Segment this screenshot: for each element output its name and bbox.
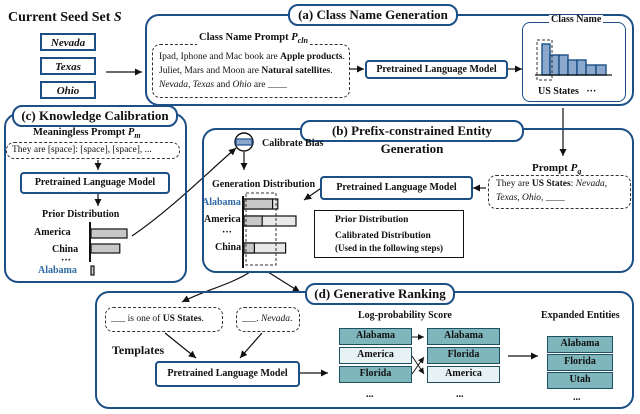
expanded-1: Alabama: [547, 336, 613, 353]
plm-c: Pretrained Language Model: [20, 172, 170, 194]
score-left-more: ...: [366, 389, 374, 400]
seed-item-1: Nevada: [40, 33, 96, 51]
panel-d-tab: (d) Generative Ranking: [305, 283, 455, 305]
template-1-box: [105, 307, 223, 332]
meaningless-prompt-title: Meaningless Prompt Pm: [33, 127, 141, 141]
score-left-2: America: [339, 347, 412, 364]
seed-title: Current Seed Set S: [8, 10, 122, 25]
gendist-to-d-right-arrow: [267, 271, 301, 293]
class-name-caption: US States ···: [538, 86, 597, 97]
calibrate-icon: [234, 132, 254, 152]
score-right-3: America: [427, 366, 500, 383]
seed-item-2: Texas: [40, 57, 96, 75]
score-left-3: Florida: [339, 366, 412, 383]
template-2-box: [236, 307, 300, 332]
seed-item-3: Ohio: [40, 81, 96, 99]
class-name-bars: [535, 39, 612, 81]
prompt-g-line-2: Texas, Ohio, ____: [496, 193, 565, 203]
plm-b: Pretrained Language Model: [320, 176, 473, 200]
class-prompt-title: Class Name Prompt Pcln: [197, 32, 310, 46]
legend-prior-label: Prior Distribution: [335, 215, 409, 225]
class-prompt-line-2: Juliet, Mars and Moon are Natural satell…: [159, 66, 333, 76]
gen-label-america: America: [204, 214, 241, 225]
prior-label-alabama: Alabama: [38, 265, 77, 276]
panel-a-tab: (a) Class Name Generation: [288, 4, 458, 26]
gen-label-alabama: Alabama: [202, 197, 241, 208]
gen-label-more: ···: [222, 227, 233, 238]
panel-b-tab: (b) Prefix-constrained Entity Generation: [300, 120, 524, 156]
gen-calibrated-bar-1: [243, 198, 274, 210]
gen-dist-title: Generation Distribution: [212, 179, 316, 190]
prior-label-more: ···: [61, 255, 72, 266]
meaningless-prompt-box: [6, 142, 180, 159]
prompt-g-title: Prompt Pg: [532, 162, 582, 177]
score-right-2: Florida: [427, 347, 500, 364]
class-name-label: Class Name: [549, 14, 604, 25]
score-left-1: Alabama: [339, 328, 412, 345]
legend-note: (Used in the following steps): [335, 243, 444, 253]
templates-label: Templates: [112, 343, 165, 357]
prompt-g-box: [488, 175, 631, 209]
gen-calibrated-bar-3: [243, 242, 255, 254]
rank-arrow-3: [411, 356, 425, 375]
panel-c-tab: (c) Knowledge Calibration: [12, 105, 178, 127]
score-right-more: ...: [456, 389, 464, 400]
prior-bar-1: [90, 228, 128, 239]
class-prompt-line-3: Nevada, Texas and Ohio are ____: [159, 80, 287, 90]
expanded-2: Florida: [547, 354, 613, 371]
prior-bar-2: [90, 243, 121, 254]
prior-title: Prior Distribution: [42, 209, 120, 220]
gen-label-china: China: [215, 242, 242, 253]
expanded-title: Expanded Entities: [541, 310, 620, 321]
class-bar-highlight: [536, 39, 553, 81]
template-2-text: ___. Nevada.: [242, 314, 293, 324]
prior-label-china: China: [52, 244, 79, 255]
template2-to-plm-arrow: [239, 332, 263, 359]
expanded-more: ...: [573, 392, 581, 403]
gen-highlight: [245, 192, 277, 266]
template-1-text: ___ is one of US States.: [111, 314, 204, 324]
template1-to-plm-arrow: [164, 332, 197, 359]
expanded-3: Utah: [547, 372, 613, 389]
class-prompt-line-1: Ipad, Iphone and Mac book are Apple prod…: [159, 52, 345, 62]
prior-label-america: America: [34, 227, 71, 238]
plm-a: Pretrained Language Model: [365, 60, 508, 79]
plm-d: Pretrained Language Model: [155, 361, 300, 387]
gendist-to-d-left-arrow: [181, 271, 251, 303]
prior-bar-3: [90, 265, 95, 276]
prior-chart: [89, 222, 128, 276]
score-title: Log-probability Score: [358, 310, 452, 321]
gen-calibrated-bar-2: [243, 215, 263, 227]
score-right-1: Alabama: [427, 328, 500, 345]
calibrate-bias-label: Calibrate Bias: [262, 138, 324, 149]
meaningless-prompt-text: They are [space]: [space], [space], ...: [12, 145, 152, 155]
gen-chart: [242, 192, 297, 268]
legend-box: [314, 210, 464, 258]
prompt-g-line-1: They are US States: Nevada,: [496, 179, 608, 189]
legend-calibrated-label: Calibrated Distribution: [335, 231, 431, 241]
